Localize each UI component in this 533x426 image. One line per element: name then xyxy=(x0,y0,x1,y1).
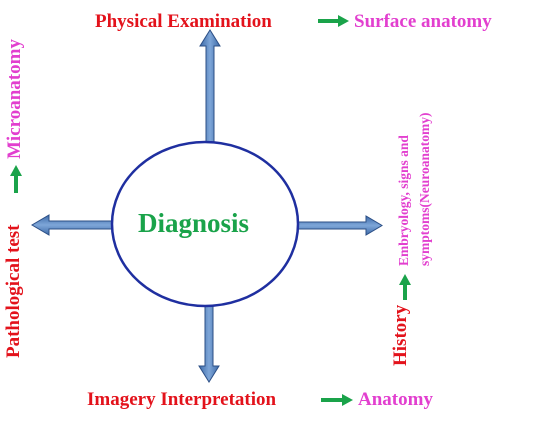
green-arrow-top xyxy=(318,15,349,27)
arrow-right xyxy=(297,215,383,236)
top-left-label: Physical Examination xyxy=(95,11,272,32)
green-arrow-right xyxy=(399,274,411,300)
left-top-label: Microanatomy xyxy=(4,39,25,159)
top-right-label: Surface anatomy xyxy=(354,11,492,32)
right-top-label-line1: Embryology, signs and xyxy=(396,135,411,266)
arrow-left xyxy=(31,214,117,236)
right-bottom-label: History xyxy=(390,304,411,366)
center-ellipse xyxy=(110,140,300,308)
left-bottom-label: Pathological test xyxy=(3,224,24,358)
bottom-right-label: Anatomy xyxy=(358,389,433,410)
center-label: Diagnosis xyxy=(138,208,250,238)
arrow-down xyxy=(198,303,220,383)
green-arrow-left xyxy=(10,165,22,193)
right-top-label-line2: symptoms(Neuroanatomy) xyxy=(417,112,432,267)
bottom-left-label: Imagery Interpretation xyxy=(87,389,277,410)
arrow-up xyxy=(199,29,221,145)
green-arrow-bottom xyxy=(321,394,353,406)
